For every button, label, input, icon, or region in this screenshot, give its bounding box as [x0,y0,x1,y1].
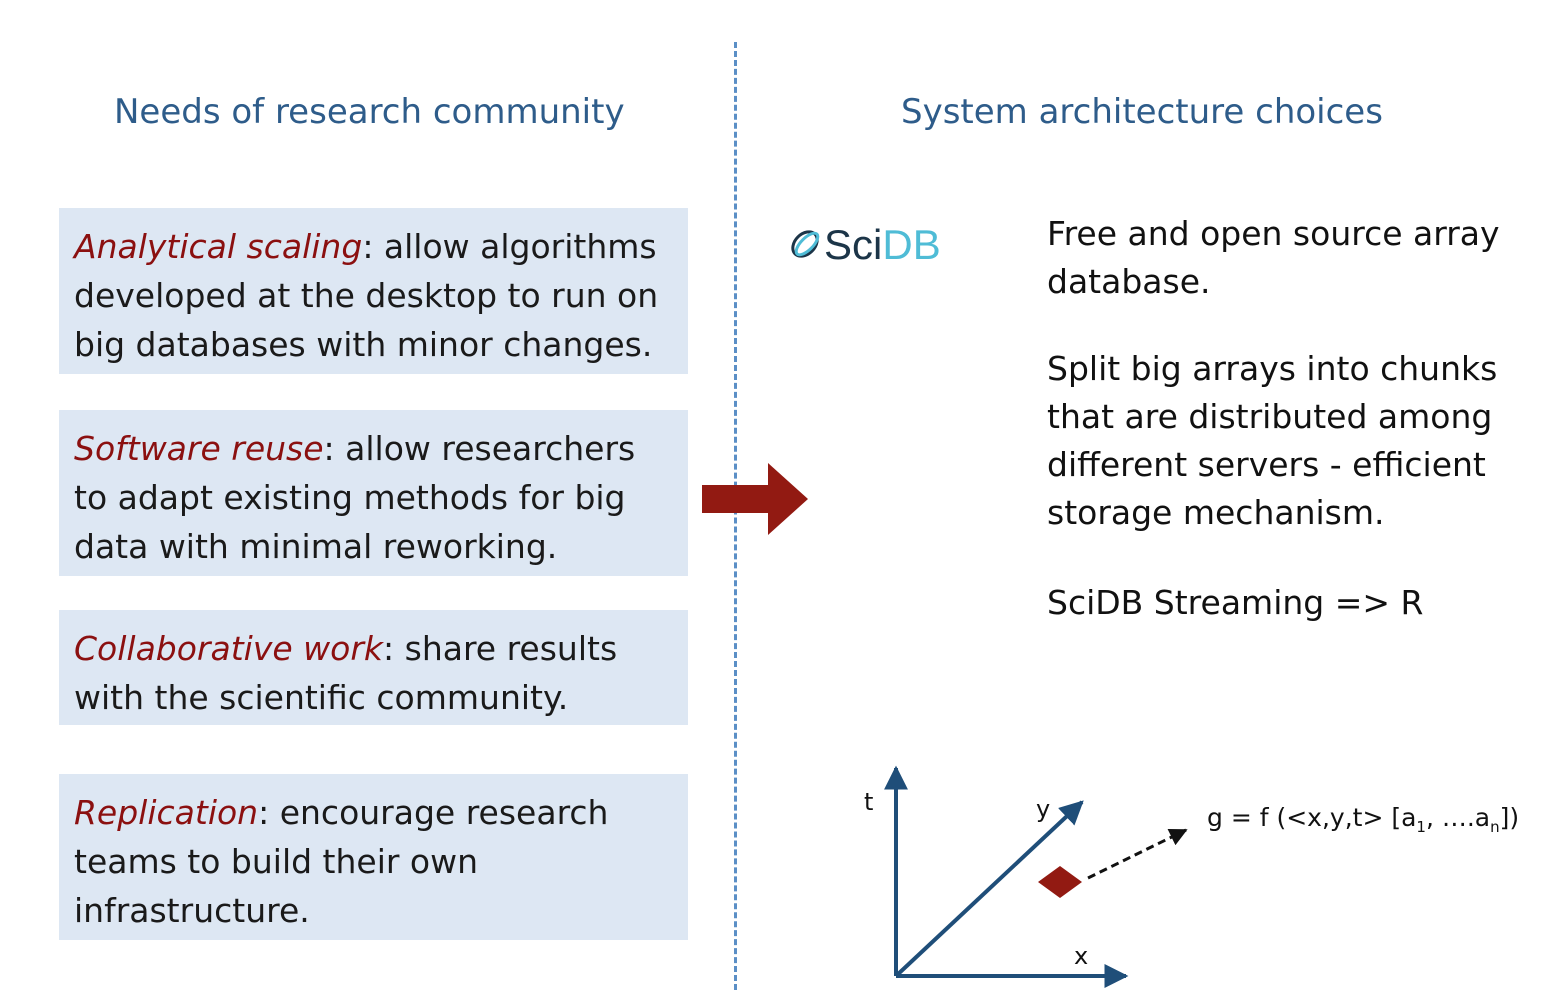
axis-label-x: x [1074,942,1089,970]
formula-prefix: g = f (<x,y,t> [a [1207,803,1417,832]
formula-sub-1: 1 [1416,818,1426,836]
needs-heading: Needs of research community [114,92,625,132]
need-text: : encourage research teams to build thei… [74,793,609,930]
svg-text:SciDB: SciDB [824,222,941,268]
need-box-collaborative-work: Collaborative work: share results with t… [59,610,688,725]
formula-suffix: ]) [1499,803,1520,832]
y-axis [894,800,1084,978]
need-term: Software reuse [74,429,324,468]
architecture-heading: System architecture choices [901,92,1383,132]
description-streaming: SciDB Streaming => R [1047,583,1424,622]
axis-label-y: y [1036,795,1051,823]
need-text: : share results with the scientific comm… [74,629,618,717]
need-text: : allow algorithms developed at the desk… [74,227,659,364]
description-chunks: Split big arrays into chunks that are di… [1047,349,1498,532]
description-open-source: Free and open source array database. [1047,214,1500,301]
formula-middle: , ….a [1425,803,1491,832]
need-box-software-reuse: Software reuse: allow researchers to ada… [59,410,688,576]
cell-pointer-arrow [1087,828,1188,880]
need-term: Replication [74,793,259,832]
scidb-logo: SciDB [791,222,941,268]
need-term: Analytical scaling [74,227,363,266]
need-box-analytical-scaling: Analytical scaling: allow algorithms dev… [59,208,688,374]
need-text: : allow researchers to adapt existing me… [74,429,636,566]
need-term: Collaborative work [74,629,384,668]
data-cell-marker [1038,866,1082,898]
formula-sub-n: n [1490,818,1500,836]
axis-label-t: t [864,788,874,816]
cell-formula: g = f (<x,y,t> [a1, ….an]) [1207,803,1519,836]
need-box-replication: Replication: encourage research teams to… [59,774,688,940]
dashed-divider [734,42,737,990]
right-arrow-icon [702,463,808,535]
